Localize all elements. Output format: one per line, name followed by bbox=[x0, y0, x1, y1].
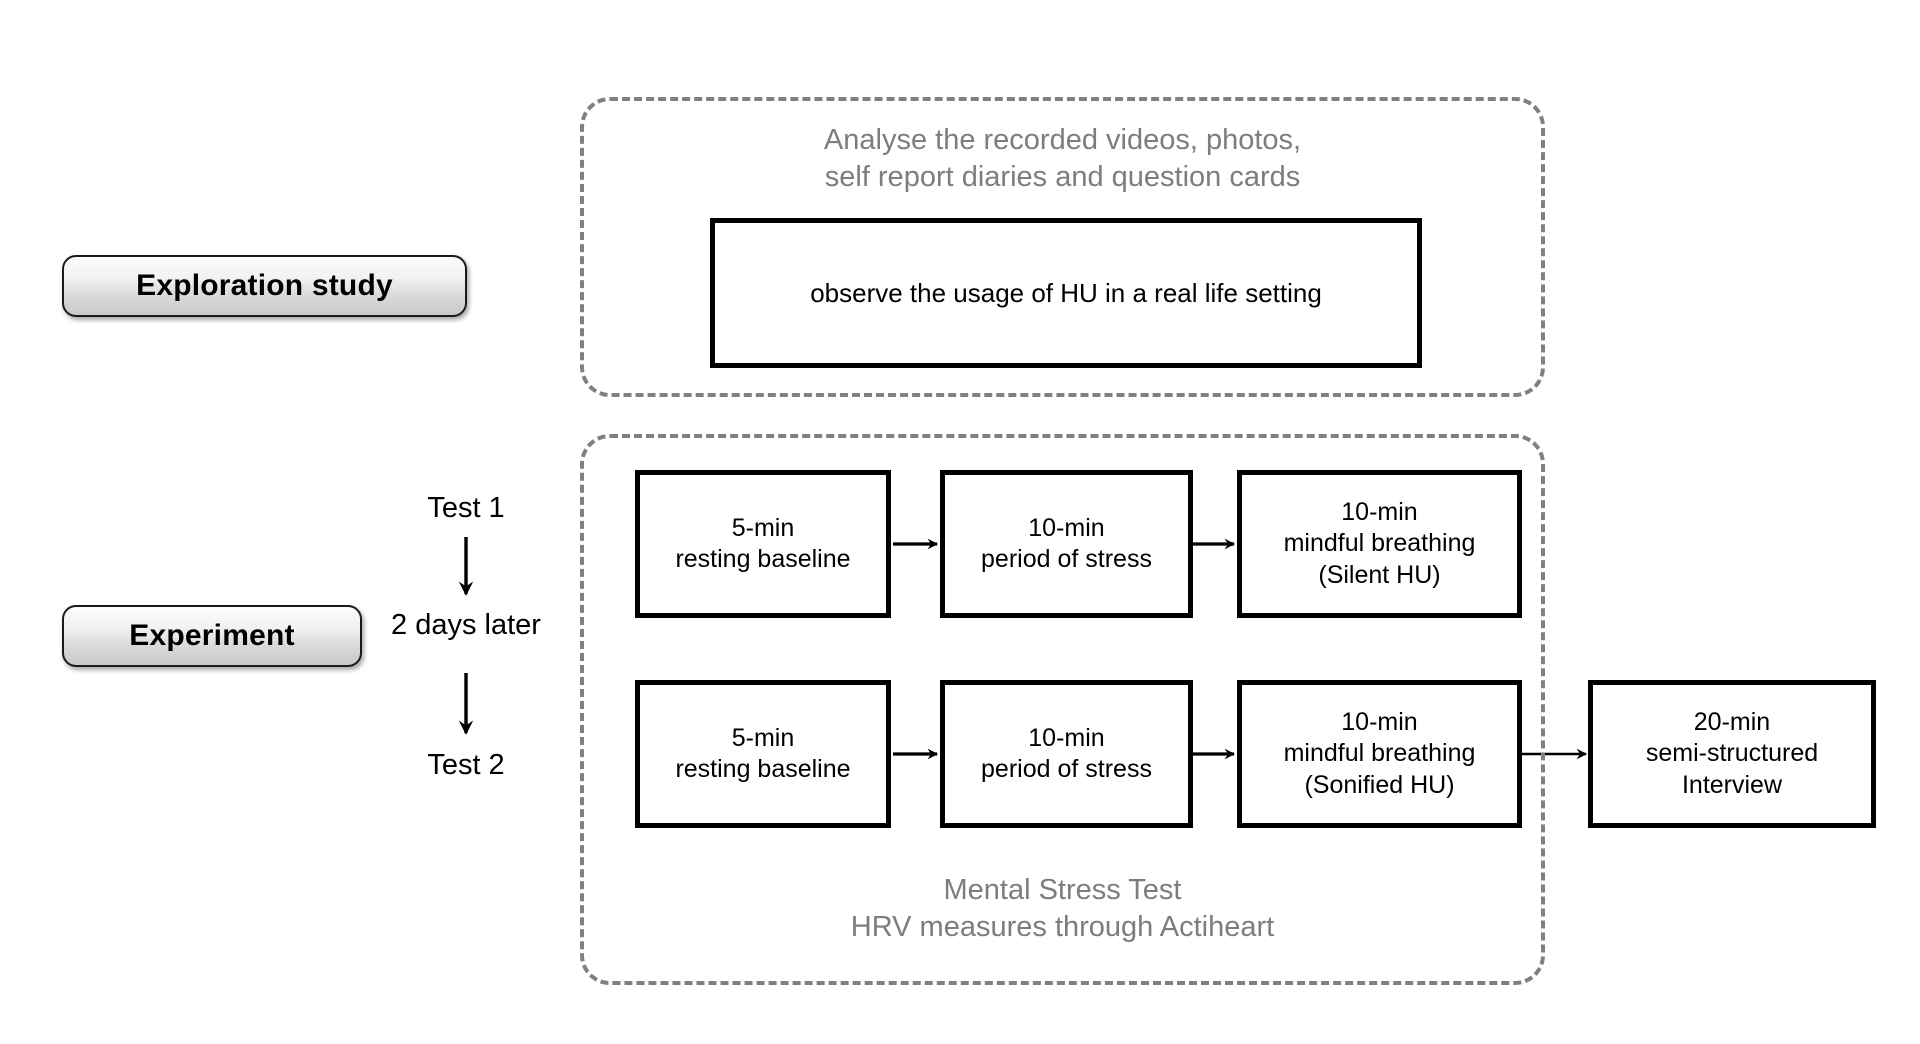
timeline-label-test-1: Test 1 bbox=[427, 492, 505, 524]
box-interview[interactable]: 20-min semi-structured Interview bbox=[1588, 680, 1876, 828]
exploration-caption-line-1: Analyse the recorded videos, photos, bbox=[823, 124, 1302, 156]
exploration-study-group bbox=[580, 97, 1545, 397]
exploration-study-caption: Analyse the recorded videos, photos, sel… bbox=[580, 122, 1545, 196]
box-observe-usage[interactable]: observe the usage of HU in a real life s… bbox=[710, 218, 1422, 368]
box-breathing-sonified-line-1: 10-min bbox=[1341, 707, 1418, 736]
box-breathing-sonified[interactable]: 10-min mindful breathing (Sonified HU) bbox=[1237, 680, 1522, 828]
stage-pill-experiment[interactable]: Experiment bbox=[62, 605, 362, 667]
stage-label-experiment: Experiment bbox=[129, 619, 295, 652]
box-stress-2-line-2: period of stress bbox=[981, 755, 1152, 783]
experiment-caption-line-2: HRV measures through Actiheart bbox=[850, 911, 1275, 944]
box-baseline-1-line-2: resting baseline bbox=[675, 545, 851, 573]
timeline-label-test-2: Test 2 bbox=[427, 749, 505, 781]
box-interview-line-1: 20-min bbox=[1693, 707, 1771, 736]
box-baseline-2-line-1: 5-min bbox=[731, 723, 795, 752]
box-baseline-2-line-2: resting baseline bbox=[675, 755, 851, 783]
box-interview-line-3: Interview bbox=[1681, 770, 1783, 799]
box-baseline-1-line-1: 5-min bbox=[731, 513, 795, 542]
box-baseline-1[interactable]: 5-min resting baseline bbox=[635, 470, 891, 618]
box-baseline-2[interactable]: 5-min resting baseline bbox=[635, 680, 891, 828]
exploration-caption-line-2: self report diaries and question cards bbox=[824, 161, 1301, 194]
box-breathing-silent[interactable]: 10-min mindful breathing (Silent HU) bbox=[1237, 470, 1522, 618]
box-breathing-silent-line-1: 10-min bbox=[1341, 497, 1418, 526]
box-stress-1-line-1: 10-min bbox=[1028, 513, 1105, 542]
box-breathing-sonified-line-2: mindful breathing bbox=[1283, 739, 1476, 768]
stage-label-exploration: Exploration study bbox=[136, 269, 393, 302]
box-breathing-silent-line-2: mindful breathing bbox=[1283, 529, 1476, 558]
box-breathing-sonified-line-3: (Sonified HU) bbox=[1304, 770, 1455, 799]
experiment-caption-line-1: Mental Stress Test bbox=[943, 874, 1182, 906]
box-observe-usage-label: observe the usage of HU in a real life s… bbox=[810, 277, 1322, 308]
box-interview-line-2: semi-structured bbox=[1645, 739, 1819, 768]
box-stress-1-line-2: period of stress bbox=[981, 545, 1152, 573]
timeline-label-2-days-later: 2 days later bbox=[391, 609, 541, 641]
box-stress-2-line-1: 10-min bbox=[1028, 723, 1105, 752]
experiment-group-caption: Mental Stress Test HRV measures through … bbox=[580, 872, 1545, 946]
stage-pill-exploration-study[interactable]: Exploration study bbox=[62, 255, 467, 317]
experiment-group bbox=[580, 434, 1545, 985]
box-stress-1[interactable]: 10-min period of stress bbox=[940, 470, 1193, 618]
box-breathing-silent-line-3: (Silent HU) bbox=[1318, 560, 1441, 589]
box-stress-2[interactable]: 10-min period of stress bbox=[940, 680, 1193, 828]
